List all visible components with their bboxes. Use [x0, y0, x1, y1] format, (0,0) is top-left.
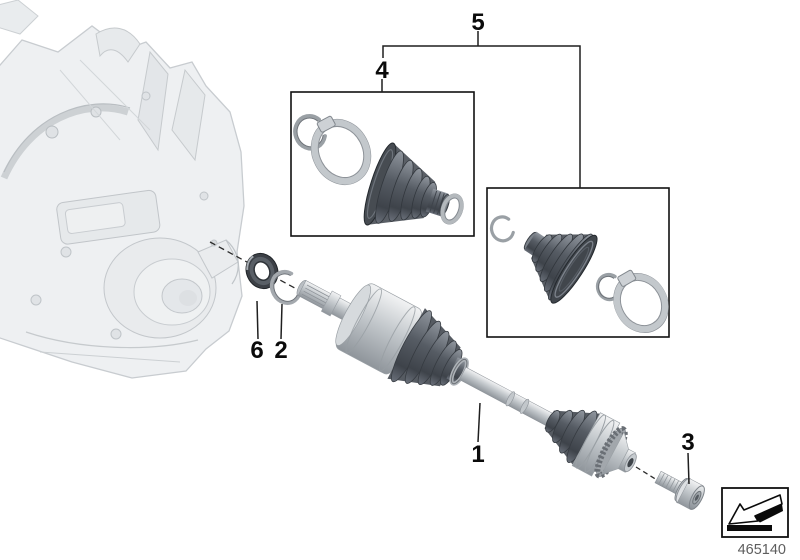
- kit4-cv-boot: [363, 142, 450, 226]
- callout-1[interactable]: 1: [471, 441, 484, 468]
- callout-5[interactable]: 5: [471, 9, 484, 36]
- leader-3-line: [687, 452, 690, 485]
- callout-2[interactable]: 2: [274, 337, 287, 364]
- leader-2-line: [280, 303, 283, 340]
- legend-box: [721, 487, 789, 538]
- direction-arrow-icon: [727, 494, 783, 531]
- callout-leader-lines: [256, 31, 690, 485]
- callout-3[interactable]: 3: [681, 429, 694, 456]
- part-number: 465140: [738, 542, 786, 558]
- kit-box-4: [290, 91, 475, 237]
- kit5-clamp-band: [613, 269, 669, 333]
- kit4-small-clamp-ring: [440, 193, 464, 225]
- kit5-circlip-small: [489, 215, 515, 243]
- output-shaft-assembly: [296, 280, 637, 479]
- circlip-part: [269, 269, 303, 305]
- bracket-5-line: [382, 31, 581, 188]
- axis-dash-bolt: [635, 466, 658, 481]
- callout-4[interactable]: 4: [375, 57, 389, 84]
- kit-box-5: [486, 187, 670, 338]
- transmission-ghost-illustration: [0, 0, 245, 379]
- bolt-part: [654, 470, 705, 510]
- leader-6-line: [256, 300, 259, 340]
- kit4-clamp-band: [310, 115, 372, 185]
- callout-6[interactable]: 6: [250, 337, 263, 364]
- leader-1-line: [477, 402, 481, 443]
- shaft-seal-part: [245, 252, 279, 290]
- kit5-cv-boot: [523, 231, 598, 304]
